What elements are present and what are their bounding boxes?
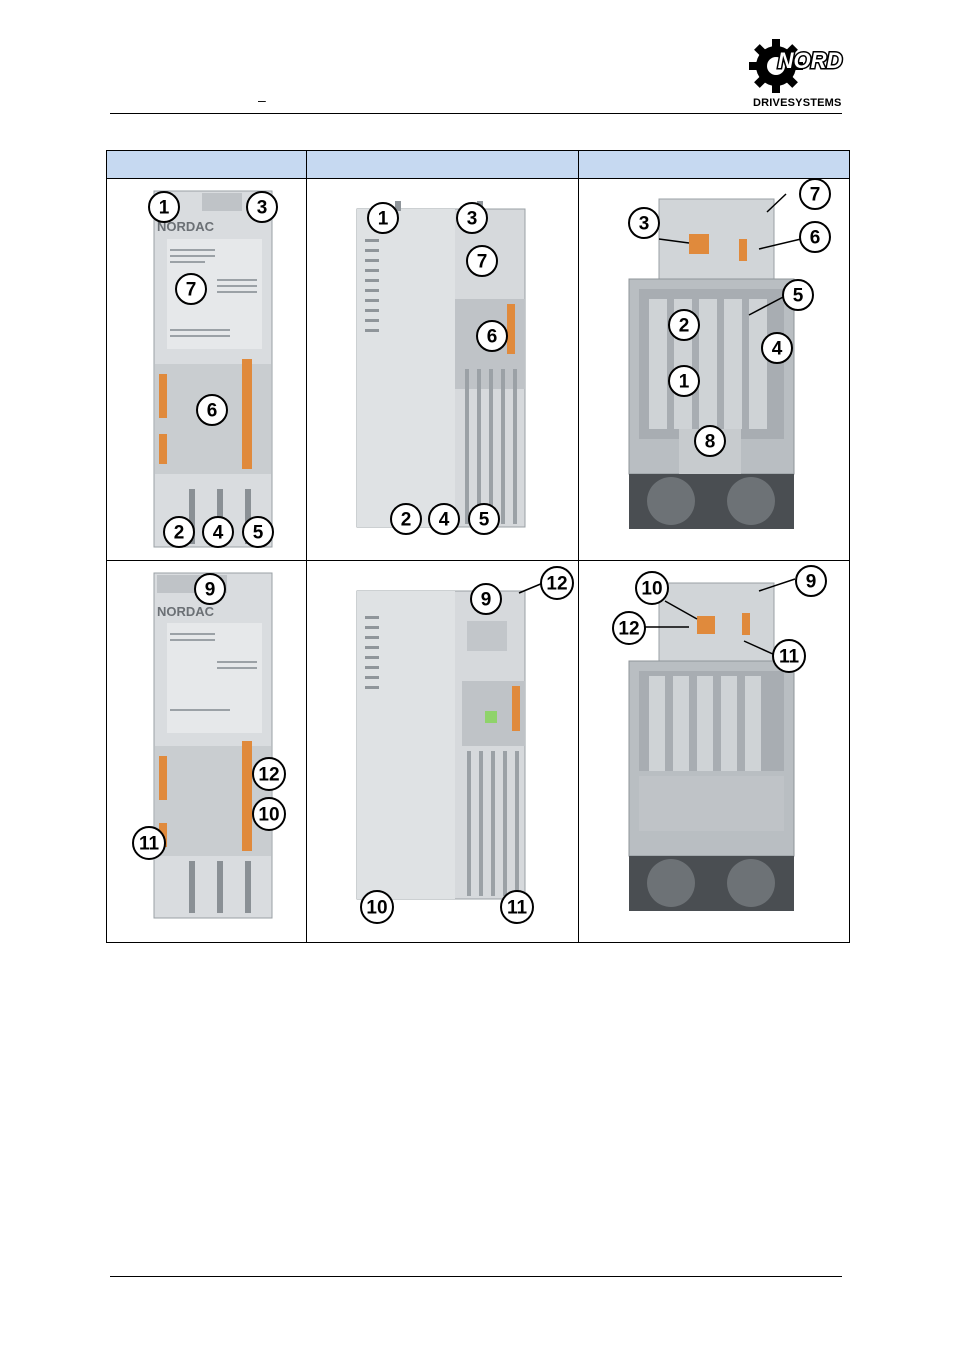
table-header-row bbox=[106, 150, 850, 179]
callout-1: 1 bbox=[367, 202, 399, 234]
svg-text:9: 9 bbox=[481, 590, 492, 611]
callout-1: 1 bbox=[148, 191, 180, 223]
callouts-r2c1: 9 12 10 11 bbox=[132, 573, 286, 860]
image-cell-r1c1: NORDAC 1 3 7 6 2 4 5 bbox=[106, 178, 307, 561]
device-label: NORDAC bbox=[157, 604, 215, 619]
footer-rule bbox=[110, 1276, 842, 1277]
svg-text:1: 1 bbox=[679, 372, 690, 393]
svg-text:7: 7 bbox=[186, 280, 197, 301]
callout-9: 9 bbox=[194, 573, 226, 605]
callouts-r1c2: 1 3 7 6 2 4 5 bbox=[367, 202, 508, 535]
callout-6: 6 bbox=[799, 221, 831, 253]
callout-12: 12 bbox=[252, 757, 286, 791]
svg-text:7: 7 bbox=[477, 252, 488, 273]
callouts-r2c3: 10 9 12 11 bbox=[612, 565, 827, 673]
svg-text:4: 4 bbox=[439, 510, 450, 531]
svg-text:2: 2 bbox=[679, 316, 690, 337]
callout-7: 7 bbox=[799, 179, 831, 210]
callout-4: 4 bbox=[202, 516, 234, 548]
header-rule bbox=[110, 113, 842, 114]
callouts-r1c3: 7 3 6 5 2 4 1 8 bbox=[628, 179, 831, 457]
callout-5: 5 bbox=[468, 503, 500, 535]
svg-text:12: 12 bbox=[546, 574, 567, 595]
svg-text:10: 10 bbox=[258, 805, 279, 826]
svg-text:1: 1 bbox=[159, 198, 170, 219]
svg-text:3: 3 bbox=[467, 209, 478, 230]
svg-text:11: 11 bbox=[139, 834, 160, 855]
image-cell-r2c1: NORDAC 9 12 10 11 bbox=[106, 560, 307, 943]
device-large-image-2 bbox=[628, 582, 795, 911]
callout-7: 7 bbox=[466, 245, 498, 277]
column-header-1 bbox=[106, 150, 307, 179]
svg-text:6: 6 bbox=[207, 401, 218, 422]
image-cell-r2c2: 12 9 10 11 bbox=[306, 560, 579, 943]
gear-icon bbox=[749, 39, 803, 93]
svg-text:10: 10 bbox=[641, 579, 662, 600]
callout-4: 4 bbox=[761, 332, 793, 364]
image-cell-r1c2: 1 3 7 6 2 4 5 bbox=[306, 178, 579, 561]
column-header-2 bbox=[306, 150, 579, 179]
svg-text:2: 2 bbox=[174, 523, 185, 544]
callout-4: 4 bbox=[428, 503, 460, 535]
callout-10: 10 bbox=[360, 890, 394, 924]
logo-subtitle: DRIVESYSTEMS bbox=[753, 97, 842, 109]
svg-text:9: 9 bbox=[806, 572, 817, 593]
callout-3: 3 bbox=[456, 202, 488, 234]
svg-text:7: 7 bbox=[810, 185, 821, 206]
svg-text:10: 10 bbox=[366, 898, 387, 919]
callout-12: 12 bbox=[612, 611, 646, 645]
callout-3: 3 bbox=[246, 191, 278, 223]
callout-12: 12 bbox=[540, 566, 574, 600]
callout-6: 6 bbox=[476, 320, 508, 352]
callout-5: 5 bbox=[782, 279, 814, 311]
callout-2: 2 bbox=[163, 516, 195, 548]
svg-text:5: 5 bbox=[793, 286, 804, 307]
callout-10: 10 bbox=[635, 571, 669, 605]
callout-9: 9 bbox=[470, 583, 502, 615]
device-side-image-2 bbox=[356, 590, 526, 900]
svg-text:12: 12 bbox=[618, 619, 639, 640]
svg-text:3: 3 bbox=[639, 214, 650, 235]
svg-text:2: 2 bbox=[401, 510, 412, 531]
column-header-3 bbox=[578, 150, 850, 179]
callout-11: 11 bbox=[132, 826, 166, 860]
svg-text:4: 4 bbox=[213, 523, 224, 544]
table-row: NORDAC 9 12 10 11 bbox=[106, 560, 850, 943]
image-cell-r1c3: 7 3 6 5 2 4 1 8 bbox=[578, 178, 850, 561]
svg-text:1: 1 bbox=[378, 209, 389, 230]
device-overview-table: NORDAC 1 3 7 6 2 4 5 bbox=[106, 150, 850, 943]
svg-text:11: 11 bbox=[779, 647, 800, 668]
svg-text:5: 5 bbox=[479, 510, 490, 531]
callout-9: 9 bbox=[795, 565, 827, 597]
callout-11: 11 bbox=[500, 890, 534, 924]
device-front-image-2: NORDAC bbox=[153, 572, 273, 919]
callout-8: 8 bbox=[694, 425, 726, 457]
nord-logo: NORD bbox=[749, 39, 844, 93]
callout-11: 11 bbox=[772, 639, 806, 673]
callout-5: 5 bbox=[242, 516, 274, 548]
callout-10: 10 bbox=[252, 797, 286, 831]
svg-text:6: 6 bbox=[810, 228, 821, 249]
callout-7: 7 bbox=[175, 273, 207, 305]
callout-2: 2 bbox=[390, 503, 422, 535]
logo-word: NORD bbox=[778, 48, 843, 73]
svg-text:3: 3 bbox=[257, 198, 268, 219]
callout-3: 3 bbox=[628, 207, 660, 239]
image-cell-r2c3: 10 9 12 11 bbox=[578, 560, 850, 943]
table-row: NORDAC 1 3 7 6 2 4 5 bbox=[106, 178, 850, 561]
svg-text:4: 4 bbox=[772, 339, 783, 360]
device-label: NORDAC bbox=[157, 219, 215, 234]
svg-text:9: 9 bbox=[205, 580, 216, 601]
callouts-r1c1: 1 3 7 6 2 4 5 bbox=[148, 191, 278, 548]
callout-2: 2 bbox=[668, 309, 700, 341]
header-dash: – bbox=[258, 92, 266, 108]
callout-1: 1 bbox=[668, 365, 700, 397]
callout-6: 6 bbox=[196, 394, 228, 426]
svg-text:5: 5 bbox=[253, 523, 264, 544]
svg-text:8: 8 bbox=[705, 432, 716, 453]
svg-text:11: 11 bbox=[507, 898, 528, 919]
svg-text:6: 6 bbox=[487, 327, 498, 348]
callouts-r2c2: 12 9 10 11 bbox=[360, 566, 574, 924]
svg-text:12: 12 bbox=[258, 765, 279, 786]
